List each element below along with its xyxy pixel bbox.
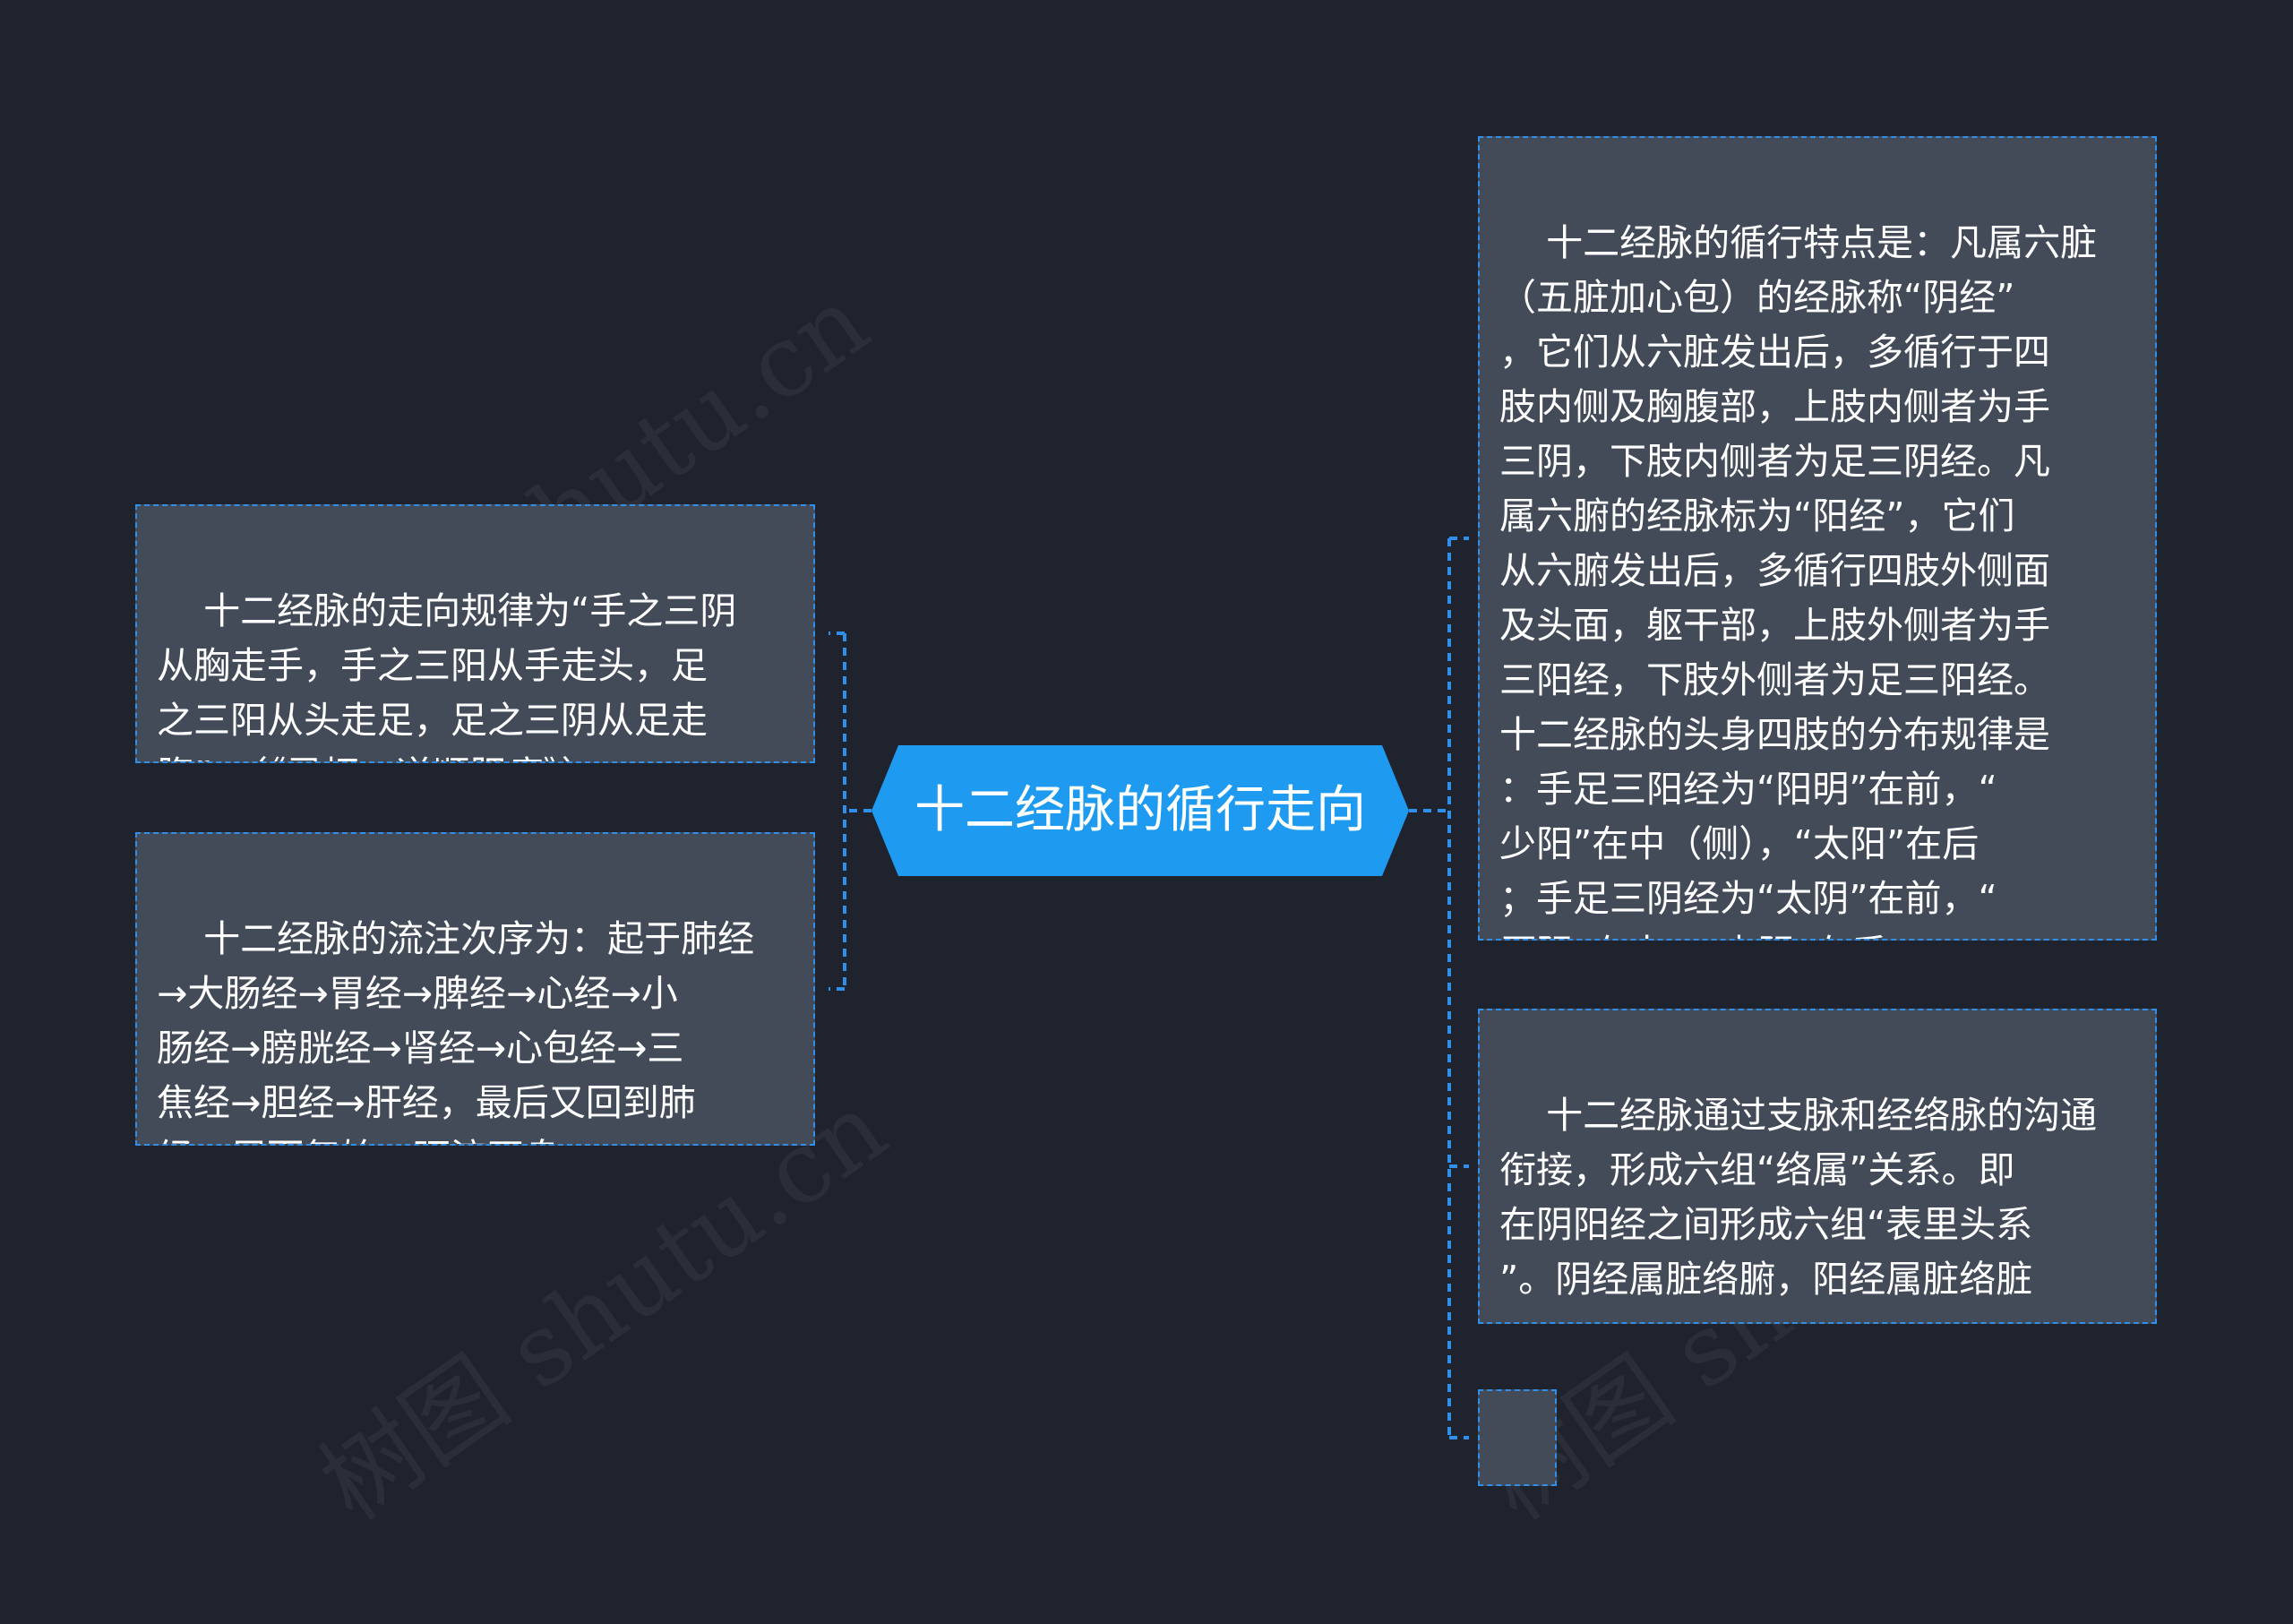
- branch-node-text: 在阴阳经之间形成六组“表里头系: [1499, 1203, 2033, 1246]
- branch-node-text: 少阳”在中（侧），“太阳”在后: [1499, 822, 1980, 865]
- branch-node-text: 经。周而复始，环流不息。: [157, 1136, 597, 1144]
- branch-node-text: 三阳经，下肢外侧者为足三阳经。: [1499, 658, 2050, 701]
- branch-node-text: ：手足三阳经为“阳明”在前，“: [1499, 768, 1997, 811]
- branch-node-flow-order[interactable]: 十二经脉的流注次序为：起于肺经 →大肠经→胃经→脾经→心经→小 肠经→膀胱经→肾…: [135, 832, 815, 1146]
- branch-node-text: 及头面，躯干部，上肢外侧者为手: [1499, 604, 2050, 647]
- left-connectors: [829, 632, 872, 991]
- branch-node-text: 十二经脉的流注次序为：起于肺经: [203, 917, 755, 960]
- central-topic-shape: [872, 745, 1409, 876]
- branch-node-text: 十二经脉的头身四肢的分布规律是: [1499, 713, 2050, 756]
- right-connectors: [1409, 537, 1469, 1439]
- branch-node-text: 三阴，下肢内侧者为足三阴经。凡: [1499, 440, 2050, 483]
- branch-node-circulation-features[interactable]: 十二经脉的循行特点是：凡属六脏 （五脏加心包）的经脉称“阴经” ，它们从六脏发出…: [1478, 136, 2157, 941]
- branch-node-empty[interactable]: [1478, 1389, 1557, 1486]
- branch-node-text: 十二经脉的循行特点是：凡属六脏: [1546, 221, 2098, 264]
- branch-node-text: 属六腑的经脉标为“阳经”，它们: [1499, 494, 2015, 537]
- branch-node-text: 厥阴”在中，“少阴”在后。: [1499, 932, 1924, 939]
- branch-node-connection-relations[interactable]: 十二经脉通过支脉和经络脉的沟通 衔接，形成六组“络属”关系。即 在阴阳经之间形成…: [1478, 1009, 2157, 1324]
- branch-node-text: 肢内侧及胸腹部，上肢内侧者为手: [1499, 385, 2050, 428]
- branch-node-text: 从胸走手，手之三阳从手走头，足: [157, 644, 708, 687]
- branch-node-text: 焦经→胆经→肝经，最后又回到肺: [157, 1081, 696, 1124]
- branch-node-text: 肠经→膀胱经→肾经→心包经→三: [157, 1027, 684, 1070]
- branch-node-text: 腹”。（《灵枢。逆顺肥瘦》）: [157, 753, 598, 761]
- branch-node-text: 从六腑发出后，多循行四肢外侧面: [1499, 549, 2050, 592]
- branch-node-text: →大肠经→胃经→脾经→心经→小: [157, 972, 678, 1015]
- branch-node-text: （五脏加心包）的经脉称“阴经”: [1499, 276, 2015, 319]
- branch-node-text: ”。阴经属脏络腑，阳经属脏络脏: [1499, 1258, 2033, 1301]
- branch-node-text: ，它们从六脏发出后，多循行于四: [1499, 331, 2050, 374]
- branch-node-text: 衔接，形成六组“络属”关系。即: [1499, 1148, 2015, 1191]
- branch-node-direction-rule[interactable]: 十二经脉的走向规律为“手之三阴 从胸走手，手之三阳从手走头，足 之三阳从头走足，…: [135, 504, 815, 763]
- branch-node-text: 十二经脉的走向规律为“手之三阴: [203, 589, 737, 632]
- branch-node-text: ；手足三阴经为“太阴”在前，“: [1499, 877, 1997, 920]
- central-topic-label: 十二经脉的循行走向: [915, 781, 1366, 839]
- branch-node-text: 之三阳从头走足，足之三阴从足走: [157, 699, 708, 742]
- branch-node-text: 十二经脉通过支脉和经络脉的沟通: [1546, 1094, 2098, 1137]
- branch-node-text: 。: [1499, 1312, 1536, 1322]
- central-topic-node[interactable]: 十二经脉的循行走向: [872, 745, 1409, 876]
